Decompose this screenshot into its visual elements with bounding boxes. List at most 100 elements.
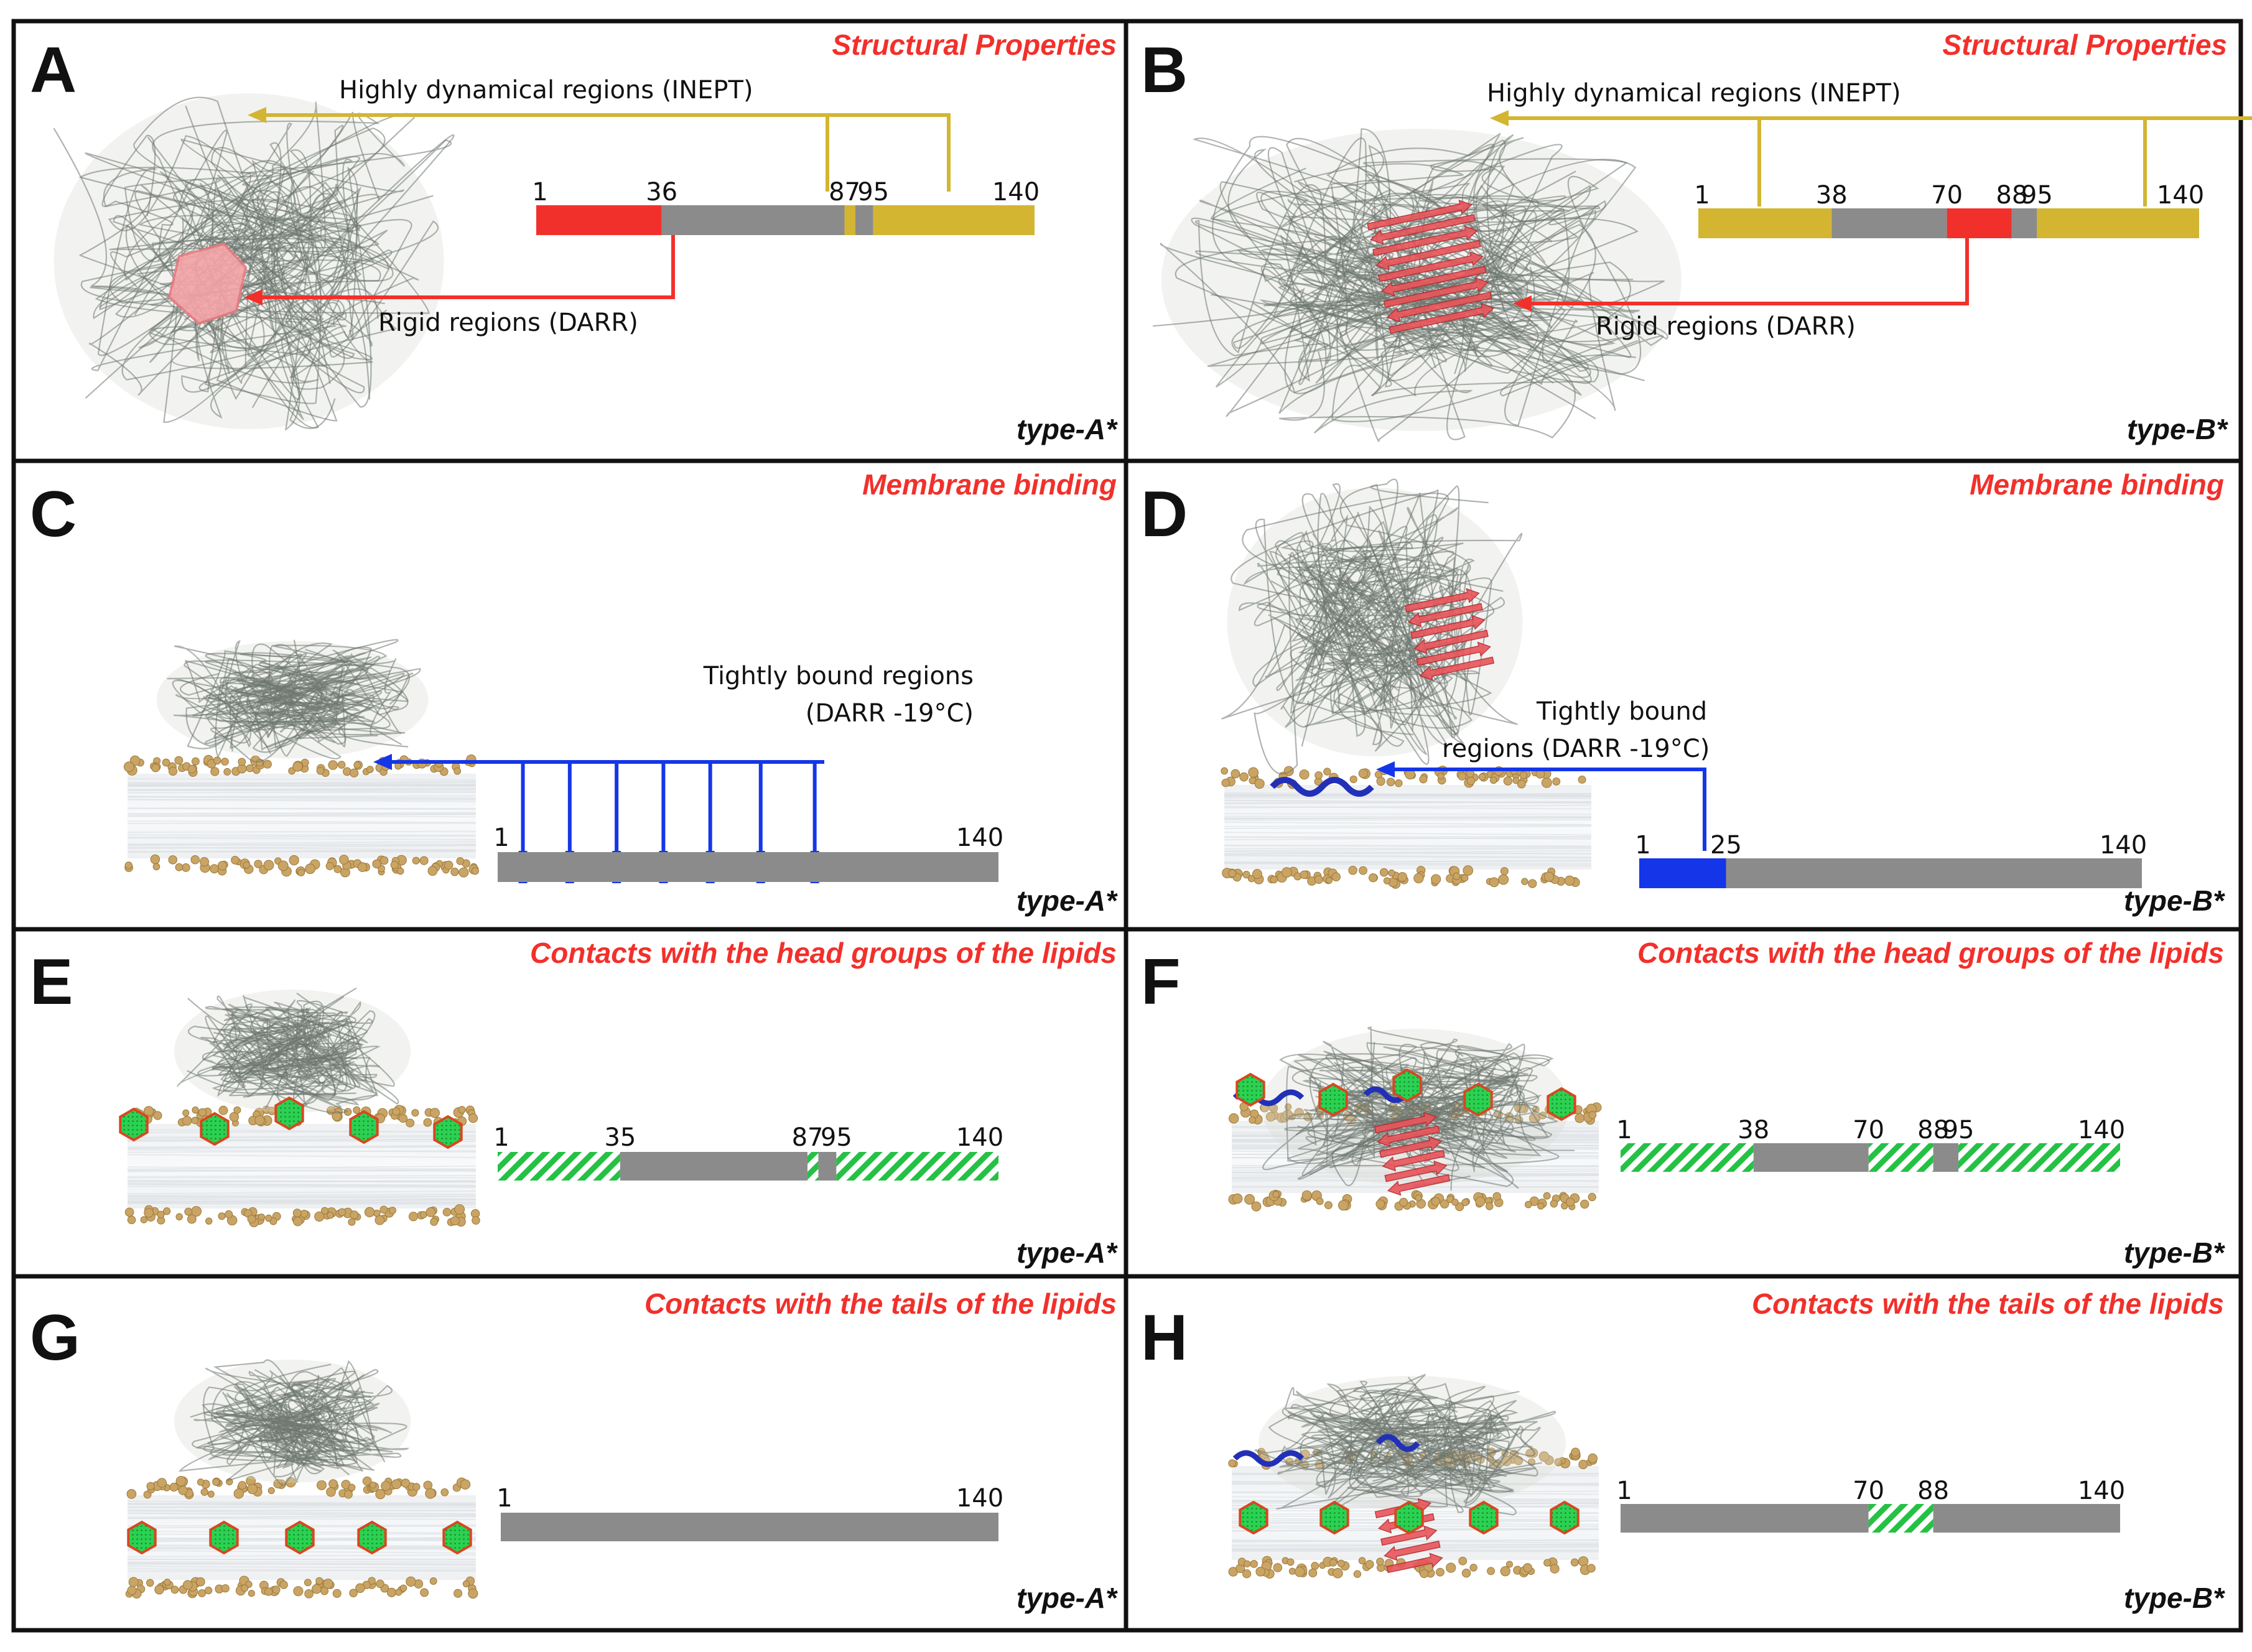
lipid-headgroup-bead [1490, 776, 1497, 784]
conformer-trace [195, 187, 363, 429]
lipid-headgroup-bead [1458, 1556, 1468, 1566]
lipid-headgroup-bead [146, 1482, 155, 1491]
lipid-headgroup-bead [454, 1204, 465, 1215]
sequence-segment-hatch [1958, 1143, 2120, 1172]
lipid-headgroup-bead [229, 1112, 240, 1122]
beta-strand [1383, 277, 1489, 309]
sequence-segment-rigid [536, 205, 662, 235]
lipid-headgroup-bead [1578, 776, 1586, 784]
panel-title: Contacts with the tails of the lipids [644, 1288, 1117, 1320]
conformer-trace [152, 113, 406, 429]
sequence-segment-dynamic [1698, 208, 1832, 238]
lipid-headgroup-bead [187, 1214, 197, 1224]
lipid-headgroup-bead [1461, 874, 1469, 882]
membrane-e [124, 1105, 480, 1228]
lipid-headgroup-bead [238, 758, 246, 766]
protein-ensemble-e [174, 987, 411, 1114]
panel-label: H [1141, 1302, 1188, 1374]
contact-hexagon [442, 1520, 472, 1555]
lipid-headgroup-bead [394, 763, 402, 770]
beta-strand [1367, 200, 1473, 231]
lipid-headgroup-bead [199, 856, 210, 867]
lipid-headgroup-bead [379, 856, 389, 865]
lipid-headgroup-bead [312, 1584, 322, 1594]
lipid-headgroup-bead [1251, 1201, 1262, 1212]
lipid-headgroup-bead [419, 856, 429, 865]
sequence-segment-hatch [498, 1152, 620, 1181]
conformer-trace [148, 123, 439, 384]
lipid-headgroup-bead [1375, 1199, 1385, 1209]
lipid-headgroup-bead [279, 1580, 288, 1589]
residue-number-label: 88 [1917, 1116, 1949, 1144]
beta-strand [1410, 615, 1486, 639]
contact-hexagon [1318, 1082, 1348, 1117]
lipid-headgroup-bead [1329, 1559, 1338, 1567]
lipid-headgroup-bead [254, 860, 263, 868]
sequence-segment-neutral [1726, 858, 2142, 888]
residue-number-label: 140 [2157, 181, 2204, 210]
beta-sheet-b [1367, 200, 1495, 334]
lipid-headgroup-bead [1475, 1196, 1486, 1207]
lipid-headgroup-bead [1242, 871, 1250, 879]
residue-number-label: 70 [1853, 1116, 1884, 1144]
conformer-trace [1279, 1053, 1516, 1153]
lipid-headgroup-bead [1311, 1562, 1319, 1570]
lipid-headgroup-bead [127, 1215, 136, 1225]
lipid-headgroup-bead [339, 855, 349, 865]
conformer-trace [114, 183, 360, 336]
lipid-headgroup-bead [192, 1106, 199, 1114]
lipid-headgroup-bead [1453, 872, 1461, 881]
lipid-headgroup-bead [164, 1579, 171, 1586]
lipid-headgroup-bead [1436, 1567, 1445, 1577]
lipid-headgroup-bead [126, 1489, 137, 1499]
lipid-headgroup-bead [386, 1587, 397, 1597]
residue-number-label: 38 [1738, 1116, 1769, 1144]
conformer-trace [1371, 137, 1583, 364]
residue-number-label: 70 [1853, 1477, 1884, 1505]
lipid-headgroup-bead [444, 860, 454, 870]
lipid-headgroup-bead [200, 1488, 208, 1496]
lipid-headgroup-bead [1255, 1567, 1265, 1577]
dynamic-annotation: Highly dynamical regions (INEPT) [339, 76, 753, 104]
residue-number-label: 38 [1816, 181, 1848, 210]
conformer-trace [1153, 233, 1568, 351]
lipid-headgroup-bead [1487, 1567, 1495, 1575]
lipid-headgroup-bead [1451, 1199, 1459, 1206]
lipid-headgroup-bead [1586, 1564, 1596, 1573]
lipid-headgroup-bead [1288, 1567, 1296, 1575]
contact-markers-f [1235, 1068, 1576, 1121]
lipid-headgroup-bead [1431, 1197, 1440, 1206]
lipid-headgroup-bead [1566, 1197, 1575, 1207]
contact-hexagon [127, 1520, 157, 1555]
lipid-headgroup-bead [332, 1111, 342, 1121]
panel-a: A Structural Properties type-A* Highly d… [30, 29, 1118, 445]
lipid-headgroup-bead [472, 1216, 480, 1225]
panel-g: G Contacts with the tails of the lipids … [30, 1288, 1118, 1614]
type-label: type-B* [2127, 413, 2228, 445]
beta-strand [1374, 1111, 1437, 1134]
sequence-segment-rigid [1947, 208, 2012, 238]
conformer-trace [1326, 1049, 1510, 1162]
type-label: type-A* [1017, 1582, 1118, 1614]
lipid-headgroup-bead [454, 767, 461, 775]
lipid-headgroup-bead [1419, 775, 1428, 784]
conformer-trace [1211, 136, 1664, 397]
lipid-headgroup-bead [458, 1106, 466, 1114]
lipid-headgroup-bead [1466, 776, 1476, 786]
lipid-headgroup-bead [191, 1116, 199, 1125]
lipid-headgroup-bead [144, 1208, 154, 1218]
lipid-headgroup-bead [154, 1585, 164, 1595]
protein-ensemble-g [174, 1359, 411, 1487]
lipid-headgroup-bead [1379, 868, 1389, 877]
lipid-headgroup-bead [348, 1218, 356, 1226]
lipid-headgroup-bead [344, 1490, 353, 1499]
residue-number-label: 140 [956, 1484, 1003, 1513]
lipid-headgroup-bead [338, 1208, 347, 1217]
lipid-headgroup-bead [212, 1478, 220, 1486]
helix-d [1270, 777, 1374, 797]
contact-hexagon [1394, 1500, 1424, 1535]
lipid-headgroup-bead [401, 1478, 411, 1488]
conformer-trace [1276, 1411, 1542, 1510]
lipid-headgroup-bead [429, 1577, 437, 1585]
